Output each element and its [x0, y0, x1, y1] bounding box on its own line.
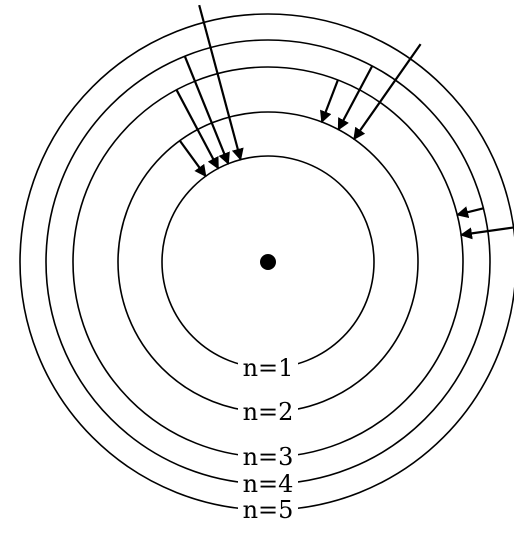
orbit-label-group-n1: n=1	[238, 354, 298, 382]
orbit-label-group-n5: n=5	[238, 496, 298, 524]
transition-arrow-n2-to-n1	[180, 141, 206, 177]
orbit-label-n3: n=3	[243, 443, 294, 471]
transition-layer	[177, 5, 514, 235]
transition-arrow-n3-to-n2	[322, 80, 338, 122]
orbit-label-n1: n=1	[243, 354, 294, 382]
orbit-label-n2: n=2	[243, 398, 294, 426]
nucleus-dot	[260, 254, 276, 270]
orbit-label-n5: n=5	[243, 496, 294, 524]
orbit-label-group-n3: n=3	[238, 443, 298, 471]
orbit-label-n4: n=4	[243, 470, 294, 498]
orbit-label-layer: n=1 n=2 n=3n=4n=5	[238, 354, 298, 524]
transition-arrow-n4-to-n3	[457, 208, 483, 215]
orbit-label-group-n2: n=2	[238, 398, 298, 426]
orbit-label-group-n4: n=4	[238, 470, 298, 498]
transition-arrow-n5-to-n1	[199, 5, 240, 160]
transition-arrow-n3-to-n1	[177, 90, 219, 169]
